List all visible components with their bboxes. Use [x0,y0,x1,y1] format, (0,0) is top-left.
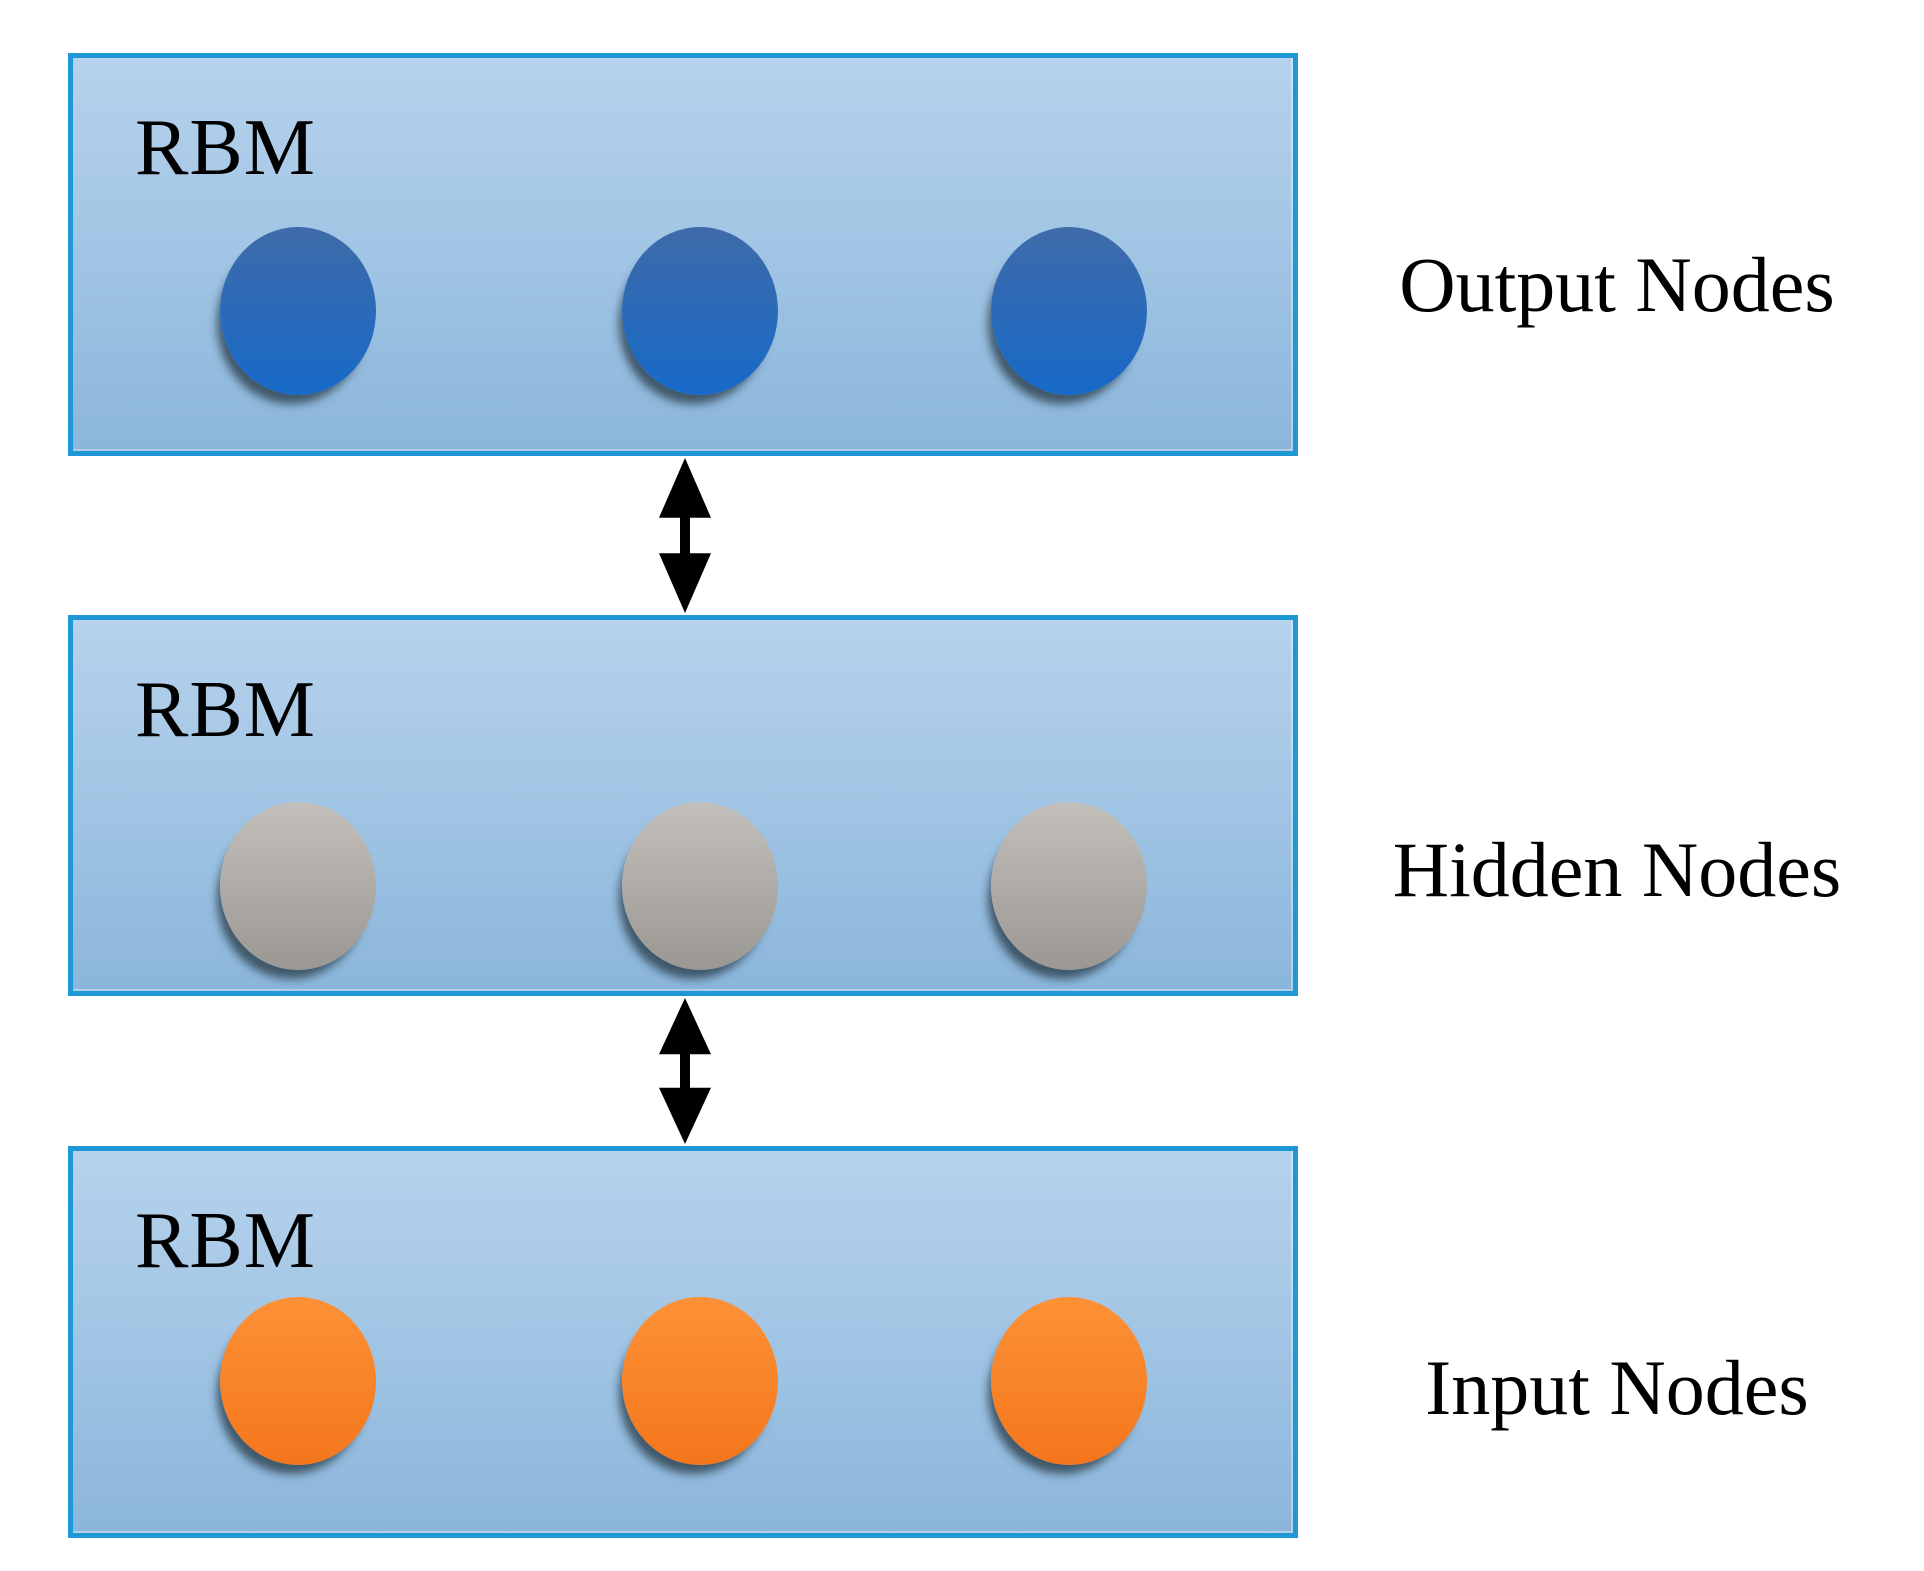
rbm-label-output: RBM [135,104,316,192]
input-node-2 [622,1297,778,1465]
output-node-3 [991,227,1147,395]
input-node-3 [991,1297,1147,1465]
bidirectional-arrow-icon [659,997,711,1145]
rbm-label-hidden: RBM [135,666,316,754]
rbm-label-input: RBM [135,1197,316,1285]
input-nodes-label: Input Nodes [1425,1344,1809,1431]
hidden-node-2 [622,802,778,970]
output-node-1 [220,227,376,395]
hidden-nodes-label: Hidden Nodes [1392,826,1842,913]
output-nodes-label: Output Nodes [1399,241,1835,328]
output-node-2 [622,227,778,395]
rbm-box-output: RBM [68,53,1298,456]
hidden-node-1 [220,802,376,970]
rbm-box-input: RBM [68,1146,1298,1538]
input-node-1 [220,1297,376,1465]
bidirectional-arrow-icon [659,458,711,613]
hidden-node-3 [991,802,1147,970]
rbm-box-hidden: RBM [68,615,1298,996]
